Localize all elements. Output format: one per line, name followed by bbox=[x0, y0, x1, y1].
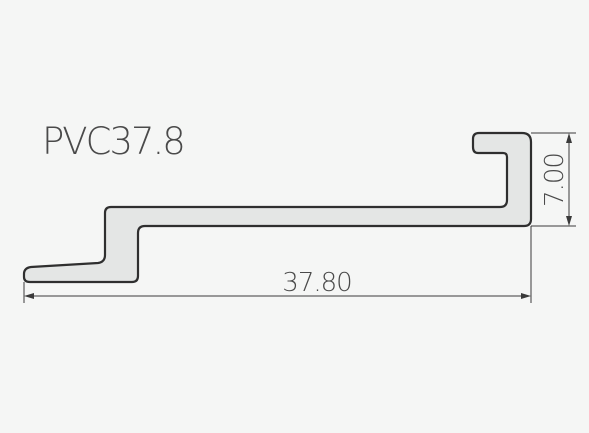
height-dimension-label: 7.00 bbox=[540, 153, 570, 207]
height-arrow-bottom bbox=[566, 216, 572, 226]
height-arrow-top bbox=[566, 133, 572, 143]
profile-shape bbox=[22, 131, 533, 284]
width-arrow-right bbox=[521, 293, 531, 299]
width-dimension-label: 37.80 bbox=[282, 268, 351, 298]
width-arrow-left bbox=[24, 293, 34, 299]
product-title: PVC37.8 bbox=[42, 120, 184, 163]
